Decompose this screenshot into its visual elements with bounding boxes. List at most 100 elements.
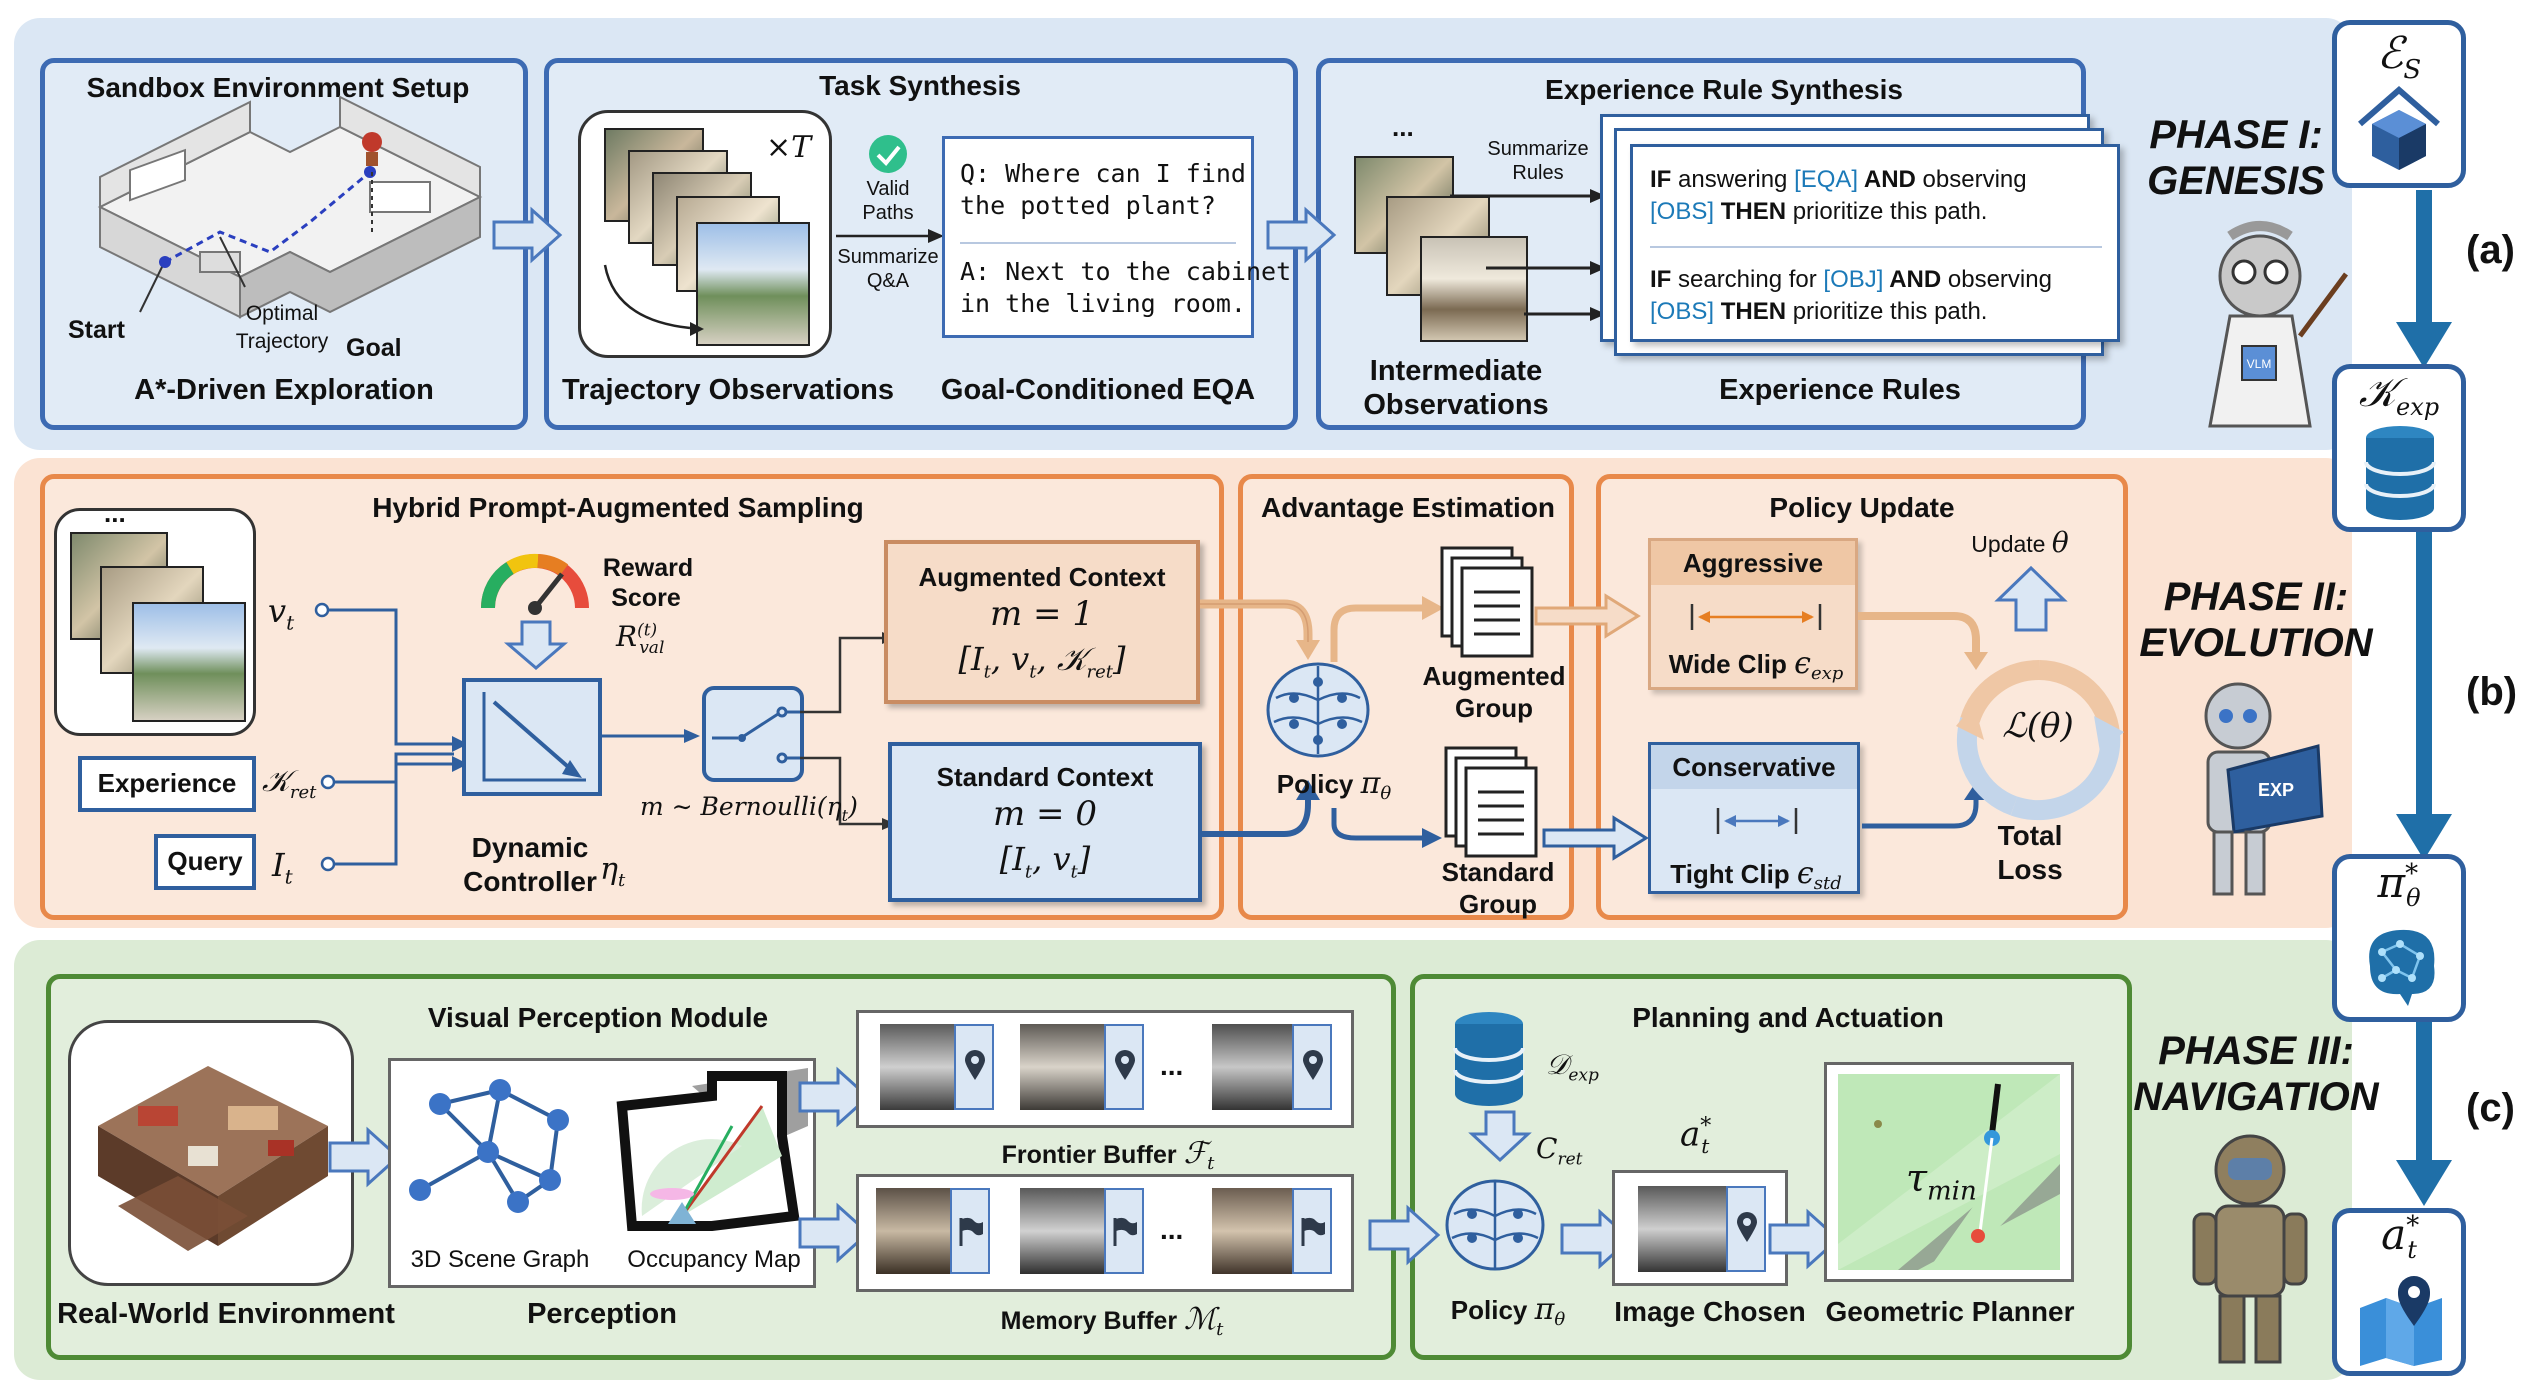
geometric-planner-caption: Geometric Planner bbox=[1825, 1296, 2075, 1327]
kexp-symbol: 𝒦exp bbox=[2358, 370, 2440, 421]
real-world-caption: Real-World Environment bbox=[57, 1298, 395, 1330]
rail-arrow-2 bbox=[2396, 532, 2452, 860]
goal-conditioned-eqa-caption: Goal-Conditioned EQA bbox=[940, 374, 1256, 406]
start-label: Start bbox=[68, 316, 125, 344]
at-symbol: a*t bbox=[1680, 1114, 1712, 1159]
switch-icon bbox=[712, 706, 800, 764]
astar-caption: A*-Driven Exploration bbox=[134, 374, 434, 406]
location-pin-icon bbox=[1737, 1212, 1757, 1242]
trajectory-observations-caption: Trajectory Observations bbox=[561, 374, 895, 406]
sandbox-title: Sandbox Environment Setup bbox=[86, 72, 470, 103]
experience-database-icon bbox=[1453, 1012, 1525, 1106]
sampling-dots: ... bbox=[104, 498, 126, 528]
rval-symbol: R(t)val bbox=[616, 620, 665, 658]
rail-arrow-1 bbox=[2396, 190, 2452, 368]
scientist-agent-icon: VLM bbox=[2208, 221, 2349, 428]
policy-update-title: Policy Update bbox=[1769, 492, 1955, 523]
real-to-perception-arrow bbox=[328, 1126, 401, 1188]
frontier-image-1 bbox=[880, 1024, 954, 1110]
policy-label: Policy πθ bbox=[1276, 766, 1392, 805]
planning-policy-label: Policy πθ bbox=[1450, 1292, 1566, 1331]
score-label: Score bbox=[611, 584, 681, 612]
loss-symbol: ℒ(θ) bbox=[2002, 706, 2074, 746]
planning-title: Planning and Actuation bbox=[1632, 1002, 1944, 1033]
augmented-tuple: [It, vt, 𝒦ret] bbox=[958, 640, 1126, 683]
bernoulli-switch-box bbox=[702, 686, 804, 782]
tau-symbol: τmin bbox=[1906, 1156, 1977, 1207]
vlm-badge: VLM bbox=[2247, 357, 2272, 371]
eta-symbol: ηt bbox=[600, 852, 626, 891]
experience-box bbox=[78, 756, 256, 812]
rules-word-label: Rules bbox=[1512, 162, 1564, 184]
sample-image-3 bbox=[132, 602, 246, 722]
rail-arrow-3 bbox=[2396, 1018, 2452, 1206]
trajectory-curve-arrow bbox=[603, 264, 704, 336]
it-symbol: It bbox=[272, 846, 293, 889]
summarize-qa-label: Summarize bbox=[837, 246, 939, 268]
location-pin-icon bbox=[1303, 1050, 1323, 1080]
std-to-conservative-arrow bbox=[1542, 815, 1649, 861]
sandbox-house-illustration bbox=[97, 95, 483, 319]
pi-star-symbol: π*θ bbox=[2377, 858, 2421, 913]
flag-icon bbox=[959, 1217, 983, 1246]
frontier-buffer-label: Frontier Buffer ℱt bbox=[1001, 1136, 1215, 1174]
memory-tag-1 bbox=[950, 1188, 990, 1274]
input-wires bbox=[314, 602, 468, 872]
dexp-symbol: 𝒟exp bbox=[1546, 1048, 1599, 1086]
loss-cycle-icon bbox=[1956, 660, 2124, 821]
database-icon bbox=[2364, 426, 2436, 520]
qa-card bbox=[942, 136, 1254, 338]
a-star-symbol: a*t bbox=[2381, 1210, 2420, 1265]
standard-context-title: Standard Context bbox=[936, 762, 1154, 792]
update-arrow bbox=[1994, 565, 2068, 632]
scene-graph-label: 3D Scene Graph bbox=[410, 1246, 590, 1273]
memory-image-2 bbox=[1020, 1188, 1104, 1274]
standard-tuple: [It, vt] bbox=[999, 840, 1091, 883]
kret-symbol: 𝒦ret bbox=[262, 764, 317, 803]
bernoulli-label: m ∼ Bernoulli(ηt) bbox=[640, 792, 858, 825]
map-pin-icon bbox=[2360, 1276, 2442, 1366]
qa-label: Q&A bbox=[866, 270, 910, 292]
memory-buffer-label: Memory Buffer ℳt bbox=[1000, 1302, 1224, 1340]
rule-divider bbox=[1650, 246, 2102, 248]
paths-label: Paths bbox=[862, 202, 914, 224]
total-label: Total bbox=[1997, 820, 2063, 851]
location-pin-icon bbox=[1115, 1050, 1135, 1080]
perception-title: Visual Perception Module bbox=[427, 1002, 769, 1033]
exp-badge: EXP bbox=[2258, 780, 2294, 800]
reward-down-arrow bbox=[503, 620, 569, 670]
rail-box-environment bbox=[2332, 20, 2466, 188]
flag-icon bbox=[1301, 1217, 1325, 1246]
frontier-image-2 bbox=[1020, 1024, 1104, 1110]
phase2-tag: (b) bbox=[2466, 670, 2518, 714]
reward-gauge-icon bbox=[480, 553, 589, 615]
house-cube-icon bbox=[2358, 86, 2440, 170]
perception-to-frontier-arrow bbox=[798, 1066, 871, 1128]
standard-context-box bbox=[888, 742, 1202, 902]
rule-synthesis-title: Experience Rule Synthesis bbox=[1545, 74, 1903, 105]
loss-label: Loss bbox=[1997, 854, 2063, 885]
real-world-3d-scene bbox=[98, 1066, 328, 1251]
reward-label: Reward bbox=[602, 554, 694, 582]
brain-network-icon bbox=[2369, 929, 2435, 1006]
trajectory-label: Trajectory bbox=[235, 330, 329, 353]
experience-label: Experience bbox=[97, 768, 237, 798]
rule-card-front bbox=[1630, 144, 2120, 342]
arrow-task-to-rules bbox=[1266, 206, 1337, 264]
memory-tag-3 bbox=[1292, 1188, 1332, 1274]
rules-dots: ... bbox=[1392, 112, 1414, 142]
standard-m-label: m = 0 bbox=[993, 794, 1097, 834]
planning-brain-icon bbox=[1445, 1179, 1545, 1271]
db-to-policy-arrow bbox=[1468, 1110, 1532, 1163]
image-to-planner-arrow bbox=[1768, 1208, 1841, 1270]
augmented-context-box bbox=[884, 540, 1200, 704]
occupancy-map-icon bbox=[616, 1068, 808, 1231]
times-t-label: ×T bbox=[766, 130, 812, 165]
experience-rules-caption: Experience Rules bbox=[1719, 374, 1961, 406]
wide-clip-label: Wide Clip ϵexp bbox=[1668, 646, 1844, 685]
geometric-planner-map bbox=[1838, 1074, 2060, 1270]
